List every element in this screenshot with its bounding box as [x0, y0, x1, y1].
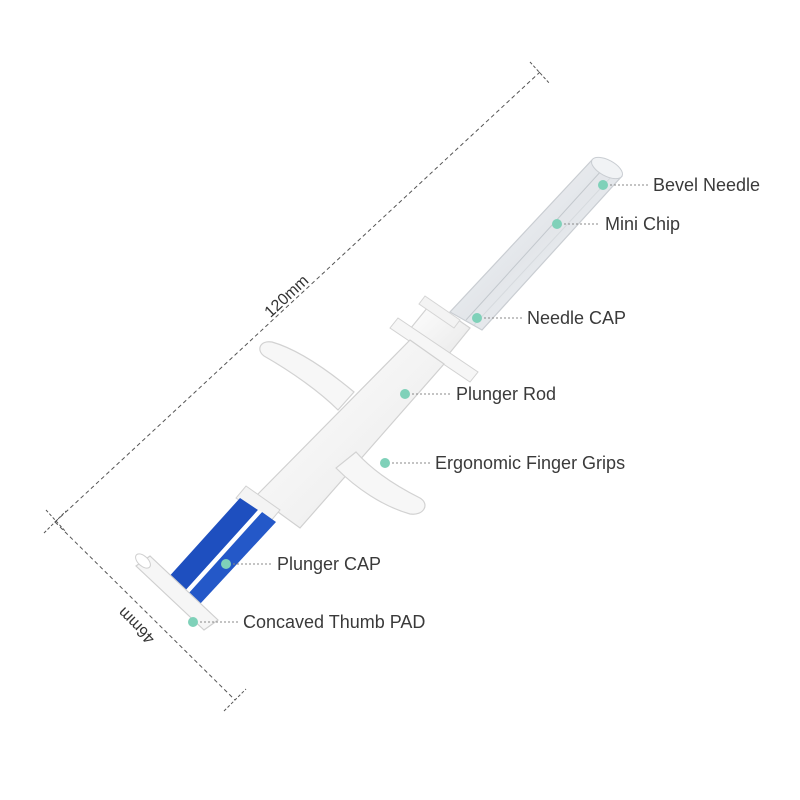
needle-cap-part	[389, 295, 479, 383]
length-label: 120mm	[262, 272, 313, 321]
bevel-needle-label: Bevel Needle	[653, 175, 760, 195]
width-label: 46mm	[115, 603, 158, 646]
callout-mini-chip: Mini Chip	[552, 214, 680, 234]
callout-finger-grips: Ergonomic Finger Grips	[380, 453, 625, 473]
plunger-cap-label: Plunger CAP	[277, 554, 381, 574]
plunger-rod-label: Plunger Rod	[456, 384, 556, 404]
syringe-illustration	[135, 156, 623, 631]
callout-plunger-rod: Plunger Rod	[400, 384, 556, 404]
finger-grips-label: Ergonomic Finger Grips	[435, 453, 625, 473]
callout-plunger-cap: Plunger CAP	[221, 554, 381, 574]
needle-tube	[449, 156, 623, 331]
plunger-rods	[166, 498, 276, 604]
thumb-pad-label: Concaved Thumb PAD	[243, 612, 425, 632]
callout-needle-cap: Needle CAP	[472, 308, 626, 328]
needle-cap-label: Needle CAP	[527, 308, 626, 328]
barrel	[235, 339, 445, 529]
callout-thumb-pad: Concaved Thumb PAD	[188, 612, 425, 632]
callout-bevel-needle: Bevel Needle	[598, 175, 760, 195]
mini-chip-label: Mini Chip	[605, 214, 680, 234]
thumb-pad-part	[135, 553, 219, 631]
